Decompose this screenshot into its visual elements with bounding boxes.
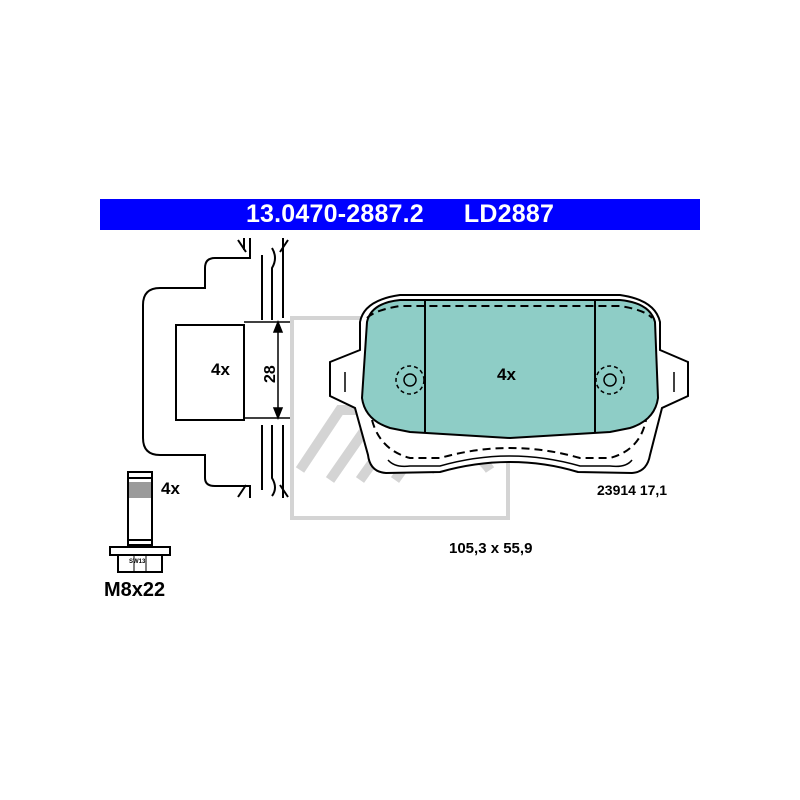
bolt-drawing: [109, 471, 171, 573]
bolt-thread-label: M8x22: [104, 579, 166, 601]
bolt-wrench-size-label: SW13: [129, 559, 146, 565]
clip-quantity-label: 4x: [211, 360, 230, 379]
pad-mounting-hole-right-icon: [595, 365, 625, 395]
pad-reference-label: 23914 17,1: [597, 482, 668, 498]
pad-size-label: 105,3 x 55,9: [449, 540, 533, 557]
bolt-quantity-label: 4x: [161, 479, 180, 498]
header-bar: 13.0470-2887.2 LD2887: [100, 199, 700, 230]
clip-dimension-label: 28: [262, 365, 279, 383]
brake-pad-drawing: [329, 294, 689, 475]
part-number: 13.0470-2887.2: [245, 200, 424, 228]
dimension-28-arrow: [244, 319, 290, 421]
product-code: LD2887: [463, 200, 555, 228]
pad-mounting-hole-left-icon: [395, 365, 425, 395]
clip-drawing: [142, 238, 289, 498]
pad-quantity-label: 4x: [497, 365, 516, 384]
